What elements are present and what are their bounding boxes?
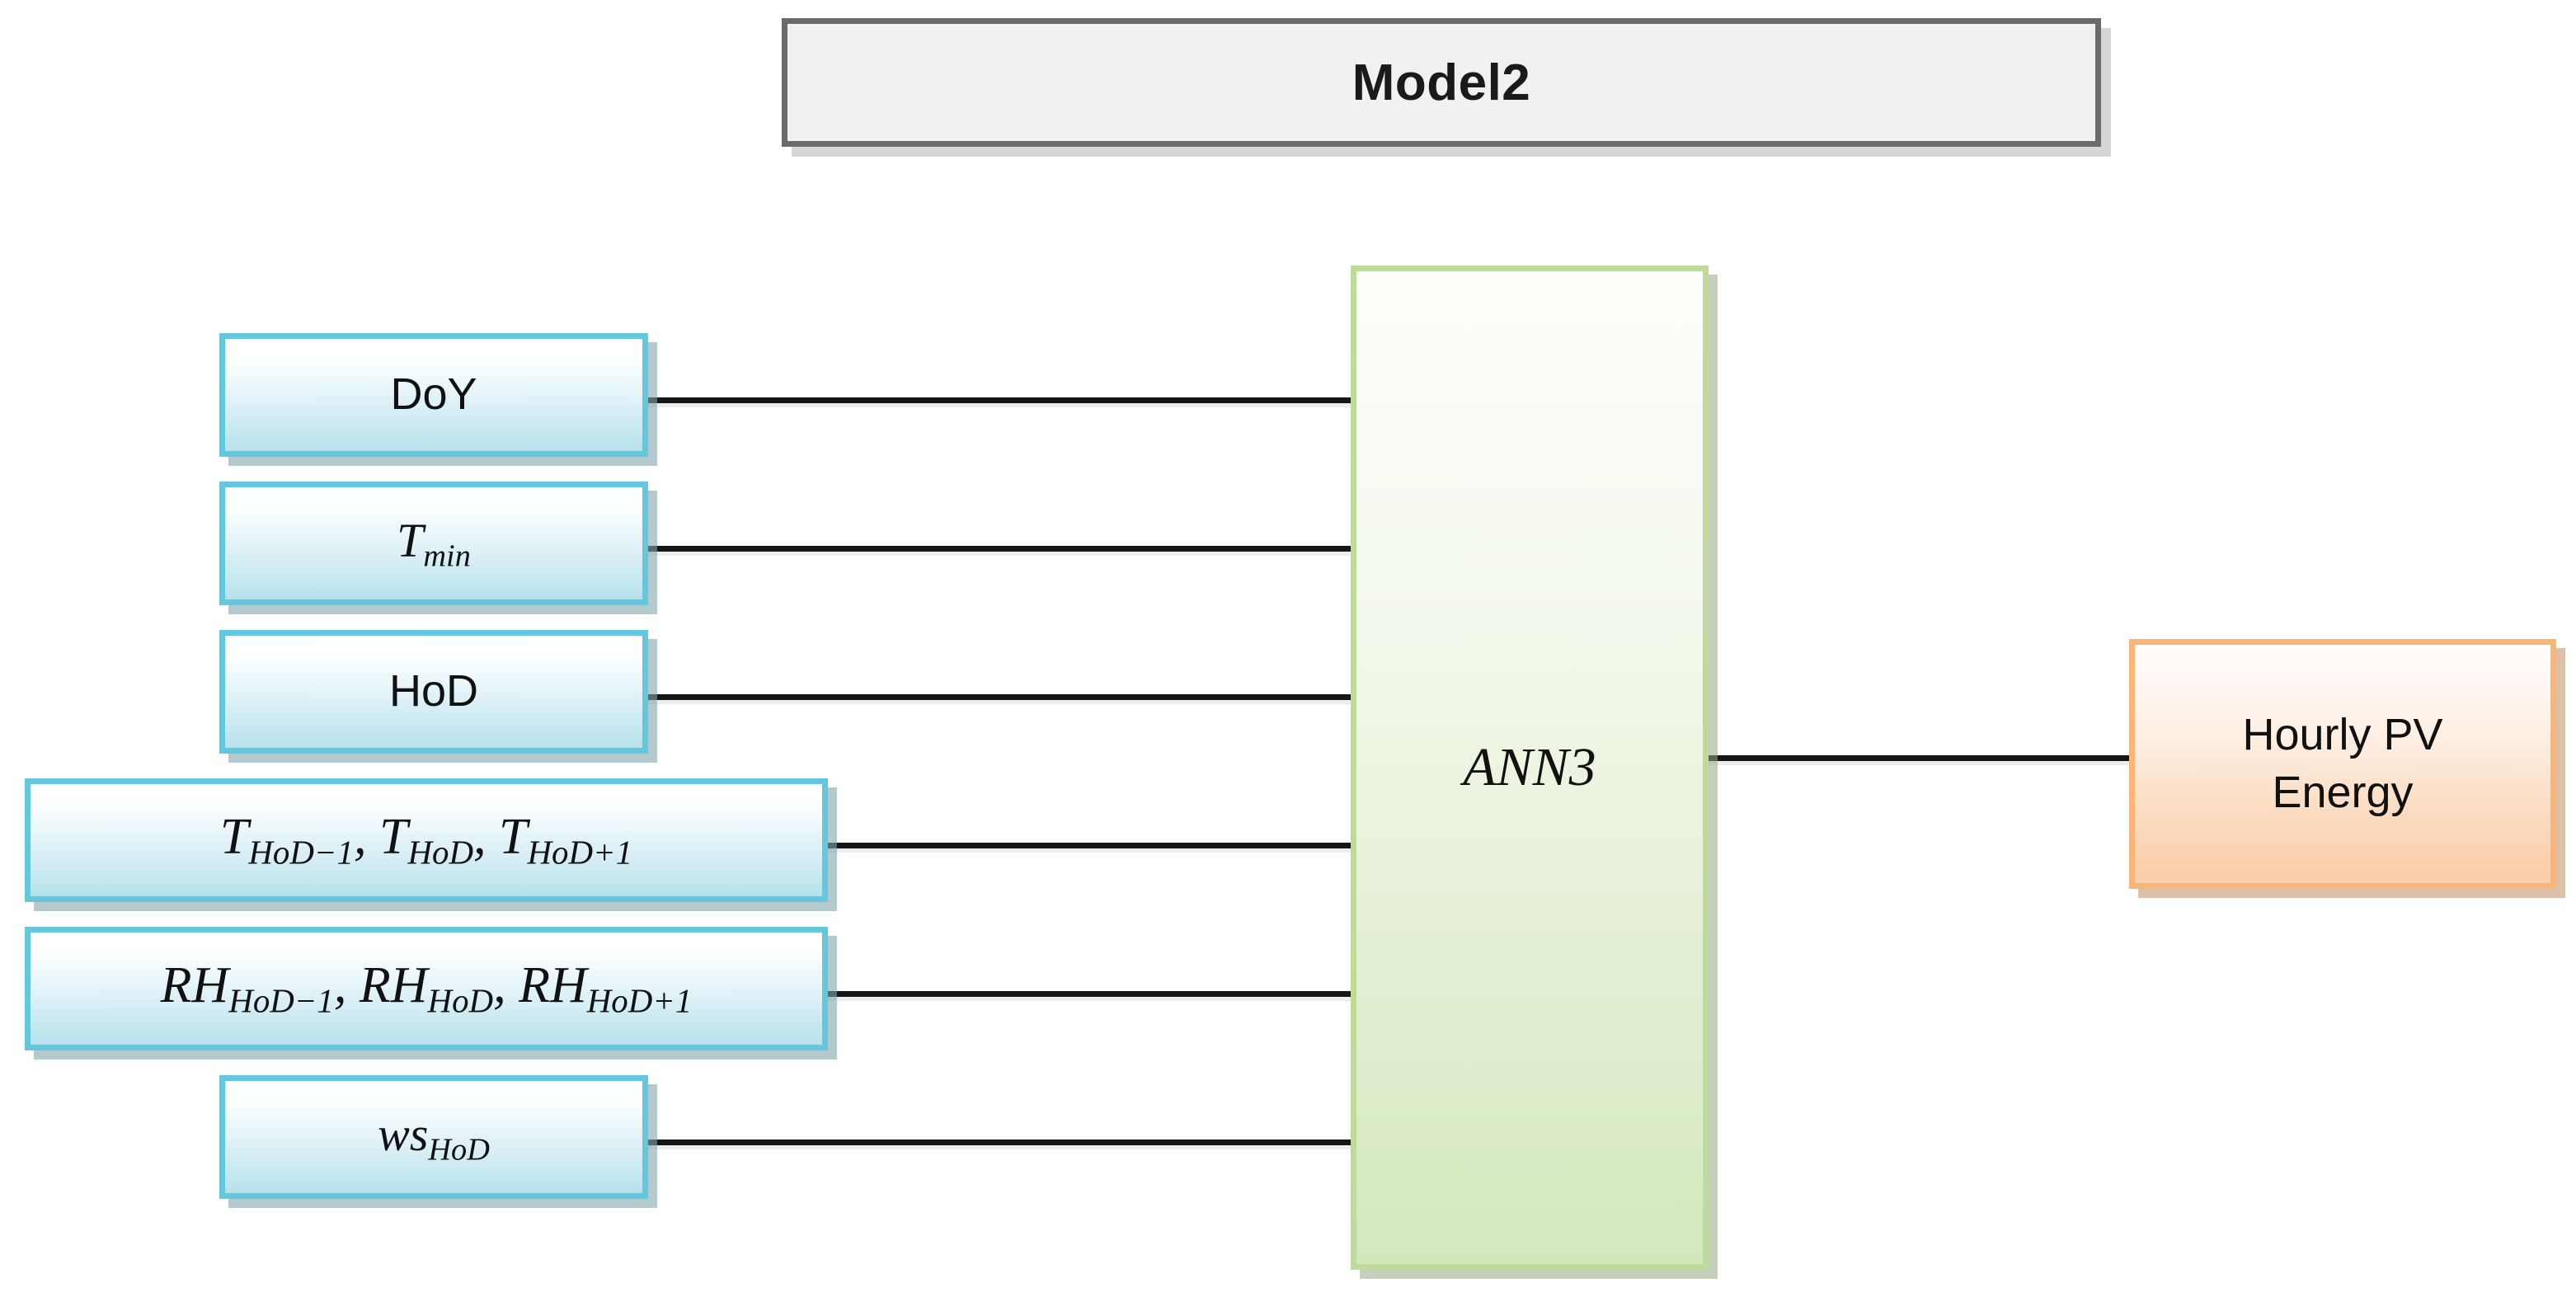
term-base: RH bbox=[359, 957, 428, 1014]
diagram-title-box: Model2 bbox=[782, 18, 2101, 147]
input-node-temp-sequence[interactable]: THoD−1, THoD, THoD+1 bbox=[25, 778, 828, 902]
term-base: T bbox=[219, 809, 249, 866]
output-node-hourly-pv-energy[interactable]: Hourly PV Energy bbox=[2129, 639, 2556, 889]
input-node-doy[interactable]: DoY bbox=[219, 333, 648, 457]
input-label-ws-sub: HoD bbox=[428, 1132, 490, 1168]
connector-temp-seq-to-ann3 bbox=[825, 843, 1354, 848]
connector-doy-to-ann3 bbox=[645, 397, 1354, 403]
term-base: RH bbox=[160, 957, 229, 1014]
connector-ws-to-ann3 bbox=[645, 1139, 1354, 1145]
diagram-title-text: Model2 bbox=[1351, 54, 1531, 111]
term-separator: , bbox=[473, 809, 487, 866]
term-base: RH bbox=[519, 957, 587, 1014]
input-label-tmin: Tmin bbox=[397, 513, 471, 574]
term-sub: HoD+1 bbox=[586, 982, 693, 1020]
term-sub: HoD−1 bbox=[248, 834, 354, 872]
connector-ann3-to-output bbox=[1705, 755, 2132, 761]
input-label-tmin-sub: min bbox=[423, 538, 471, 574]
input-label-tmin-base: T bbox=[397, 513, 424, 567]
input-node-hod[interactable]: HoD bbox=[219, 630, 648, 754]
term-sub: HoD bbox=[427, 982, 494, 1020]
term-base: T bbox=[378, 809, 408, 866]
input-label-rh-sequence: RHHoD−1, RHHoD, RHHoD+1 bbox=[161, 956, 693, 1020]
input-node-ws[interactable]: wsHoD bbox=[219, 1075, 648, 1199]
input-label-temp-sequence: THoD−1, THoD, THoD+1 bbox=[220, 808, 632, 872]
connector-tmin-to-ann3 bbox=[645, 546, 1354, 552]
output-label-line2: Energy bbox=[2272, 767, 2414, 817]
input-node-tmin[interactable]: Tmin bbox=[219, 482, 648, 605]
model-label-ann3: ANN3 bbox=[1463, 737, 1596, 797]
term-base: T bbox=[499, 809, 528, 866]
term-sub: HoD bbox=[407, 834, 474, 872]
connector-rh-seq-to-ann3 bbox=[825, 991, 1354, 997]
model-node-ann3[interactable]: ANN3 bbox=[1351, 265, 1709, 1270]
term-separator: , bbox=[333, 957, 347, 1014]
input-node-rh-sequence[interactable]: RHHoD−1, RHHoD, RHHoD+1 bbox=[25, 927, 828, 1050]
input-label-hod: HoD bbox=[388, 666, 479, 717]
input-label-doy: DoY bbox=[390, 369, 477, 420]
output-label-line1: Hourly PV bbox=[2242, 710, 2443, 760]
term-sub: HoD−1 bbox=[228, 982, 334, 1020]
term-separator: , bbox=[353, 809, 367, 866]
input-label-ws-base: ws bbox=[378, 1107, 429, 1161]
term-sub: HoD+1 bbox=[527, 834, 633, 872]
connector-hod-to-ann3 bbox=[645, 694, 1354, 700]
input-label-ws: wsHoD bbox=[378, 1107, 490, 1168]
term-separator: , bbox=[493, 957, 506, 1014]
